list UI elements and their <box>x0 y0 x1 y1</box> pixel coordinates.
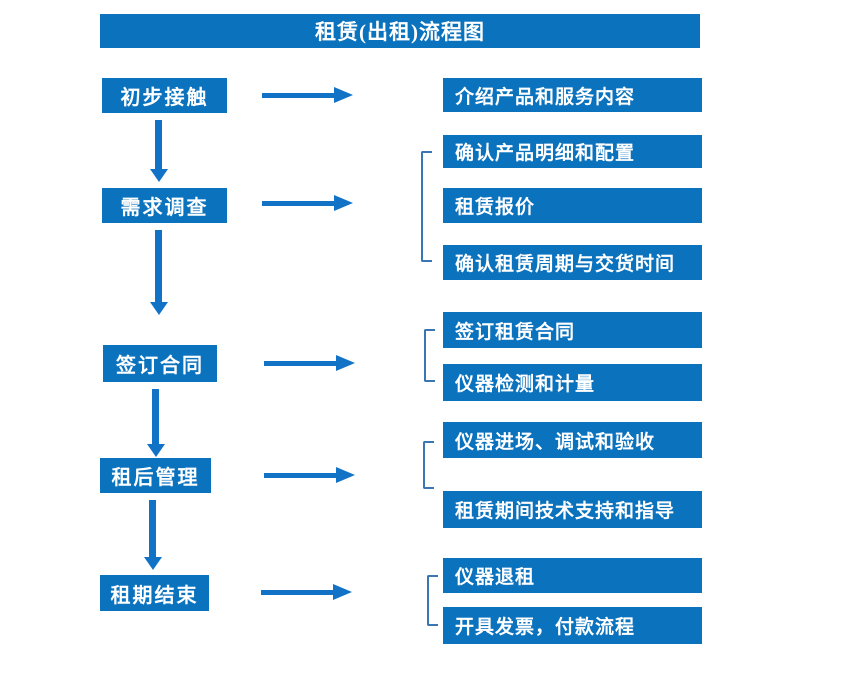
arrow-down-icon <box>155 230 162 302</box>
arrow-right-icon <box>264 467 355 483</box>
flowchart-title: 租赁(出租)流程图 <box>100 14 700 48</box>
detail-box-instrument-testing: 仪器检测和计量 <box>443 364 702 401</box>
stage-box-rental-end: 租期结束 <box>100 575 209 611</box>
group-bracket <box>423 441 434 489</box>
detail-box-introduce-products: 介绍产品和服务内容 <box>443 78 702 112</box>
arrow-right-icon <box>262 195 353 211</box>
detail-box-invoice-payment: 开具发票，付款流程 <box>443 607 702 644</box>
detail-box-instrument-return: 仪器退租 <box>443 558 702 593</box>
arrow-right-icon <box>261 584 352 600</box>
detail-box-rental-quote: 租赁报价 <box>443 188 702 223</box>
arrow-right-icon <box>262 87 353 103</box>
group-bracket <box>424 329 435 382</box>
stage-box-post-rental: 租后管理 <box>100 458 211 493</box>
stage-box-initial-contact: 初步接触 <box>102 78 227 113</box>
group-bracket <box>421 151 432 262</box>
detail-box-sign-lease: 签订租赁合同 <box>443 312 702 348</box>
group-bracket <box>427 575 438 626</box>
detail-box-instrument-entry: 仪器进场、调试和验收 <box>443 422 702 458</box>
arrow-down-icon <box>149 500 156 557</box>
arrow-down-icon <box>152 389 159 444</box>
arrow-down-icon <box>155 120 162 169</box>
arrow-right-icon <box>264 355 355 371</box>
detail-box-tech-support: 租赁期间技术支持和指导 <box>443 491 702 528</box>
detail-box-confirm-details: 确认产品明细和配置 <box>443 135 702 168</box>
stage-box-demand-survey: 需求调查 <box>102 188 227 223</box>
stage-box-sign-contract: 签订合同 <box>103 345 217 382</box>
detail-box-confirm-period: 确认租赁周期与交货时间 <box>443 245 702 280</box>
